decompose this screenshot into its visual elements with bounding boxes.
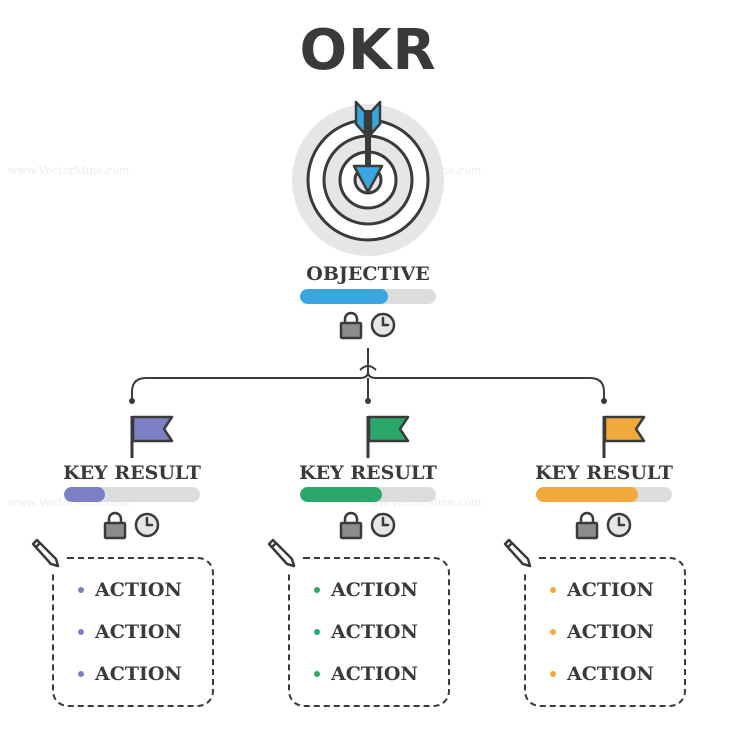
list-item: ACTION (314, 621, 418, 643)
list-item: ACTION (314, 579, 418, 601)
action-label: ACTION (331, 663, 418, 685)
key-result-progress-fill (64, 487, 105, 502)
flag-icon (130, 415, 174, 458)
action-label: ACTION (95, 579, 182, 601)
clock-icon (134, 512, 160, 538)
bullet-dot (78, 587, 84, 593)
list-item: ACTION (78, 663, 182, 685)
bullet-dot (314, 629, 320, 635)
pencil-icon (266, 537, 300, 571)
clock-icon (370, 512, 396, 538)
action-label: ACTION (567, 621, 654, 643)
action-label: ACTION (331, 579, 418, 601)
bullet-dot (550, 587, 556, 593)
bullet-dot (314, 671, 320, 677)
objective-progress-bar (300, 289, 436, 304)
list-item: ACTION (314, 663, 418, 685)
bullet-dot (550, 671, 556, 677)
action-label: ACTION (95, 621, 182, 643)
key-result-progress-bar (300, 487, 436, 502)
pencil-icon (30, 537, 64, 571)
key-result-progress-bar (536, 487, 672, 502)
flag-icon (602, 415, 646, 458)
lock-icon (339, 511, 363, 540)
pencil-icon (502, 537, 536, 571)
key-result-label: KEY RESULT (535, 462, 673, 484)
key-result-progress-fill (536, 487, 638, 502)
list-item: ACTION (550, 663, 654, 685)
objective-progress-fill (300, 289, 389, 304)
bullet-dot (550, 629, 556, 635)
action-box: ACTION ACTION ACTION (288, 557, 450, 707)
page-title: OKR (299, 18, 437, 83)
action-box: ACTION ACTION ACTION (52, 557, 214, 707)
lock-icon (103, 511, 127, 540)
target-with-arrow-icon (292, 100, 444, 256)
action-label: ACTION (567, 663, 654, 685)
action-label: ACTION (331, 621, 418, 643)
key-result-label: KEY RESULT (299, 462, 437, 484)
action-label: ACTION (567, 579, 654, 601)
watermark-text: www.VectorMine.com (8, 164, 130, 177)
list-item: ACTION (78, 579, 182, 601)
objective-label: OBJECTIVE (306, 263, 430, 285)
list-item: ACTION (550, 621, 654, 643)
key-result-progress-fill (300, 487, 382, 502)
key-result-progress-bar (64, 487, 200, 502)
bullet-dot (314, 587, 320, 593)
lock-icon (575, 511, 599, 540)
list-item: ACTION (78, 621, 182, 643)
flag-icon (366, 415, 410, 458)
key-result-label: KEY RESULT (63, 462, 201, 484)
bullet-dot (78, 629, 84, 635)
lock-icon (339, 311, 363, 340)
clock-icon (370, 312, 396, 338)
bullet-dot (78, 671, 84, 677)
action-label: ACTION (95, 663, 182, 685)
clock-icon (606, 512, 632, 538)
action-box: ACTION ACTION ACTION (524, 557, 686, 707)
list-item: ACTION (550, 579, 654, 601)
